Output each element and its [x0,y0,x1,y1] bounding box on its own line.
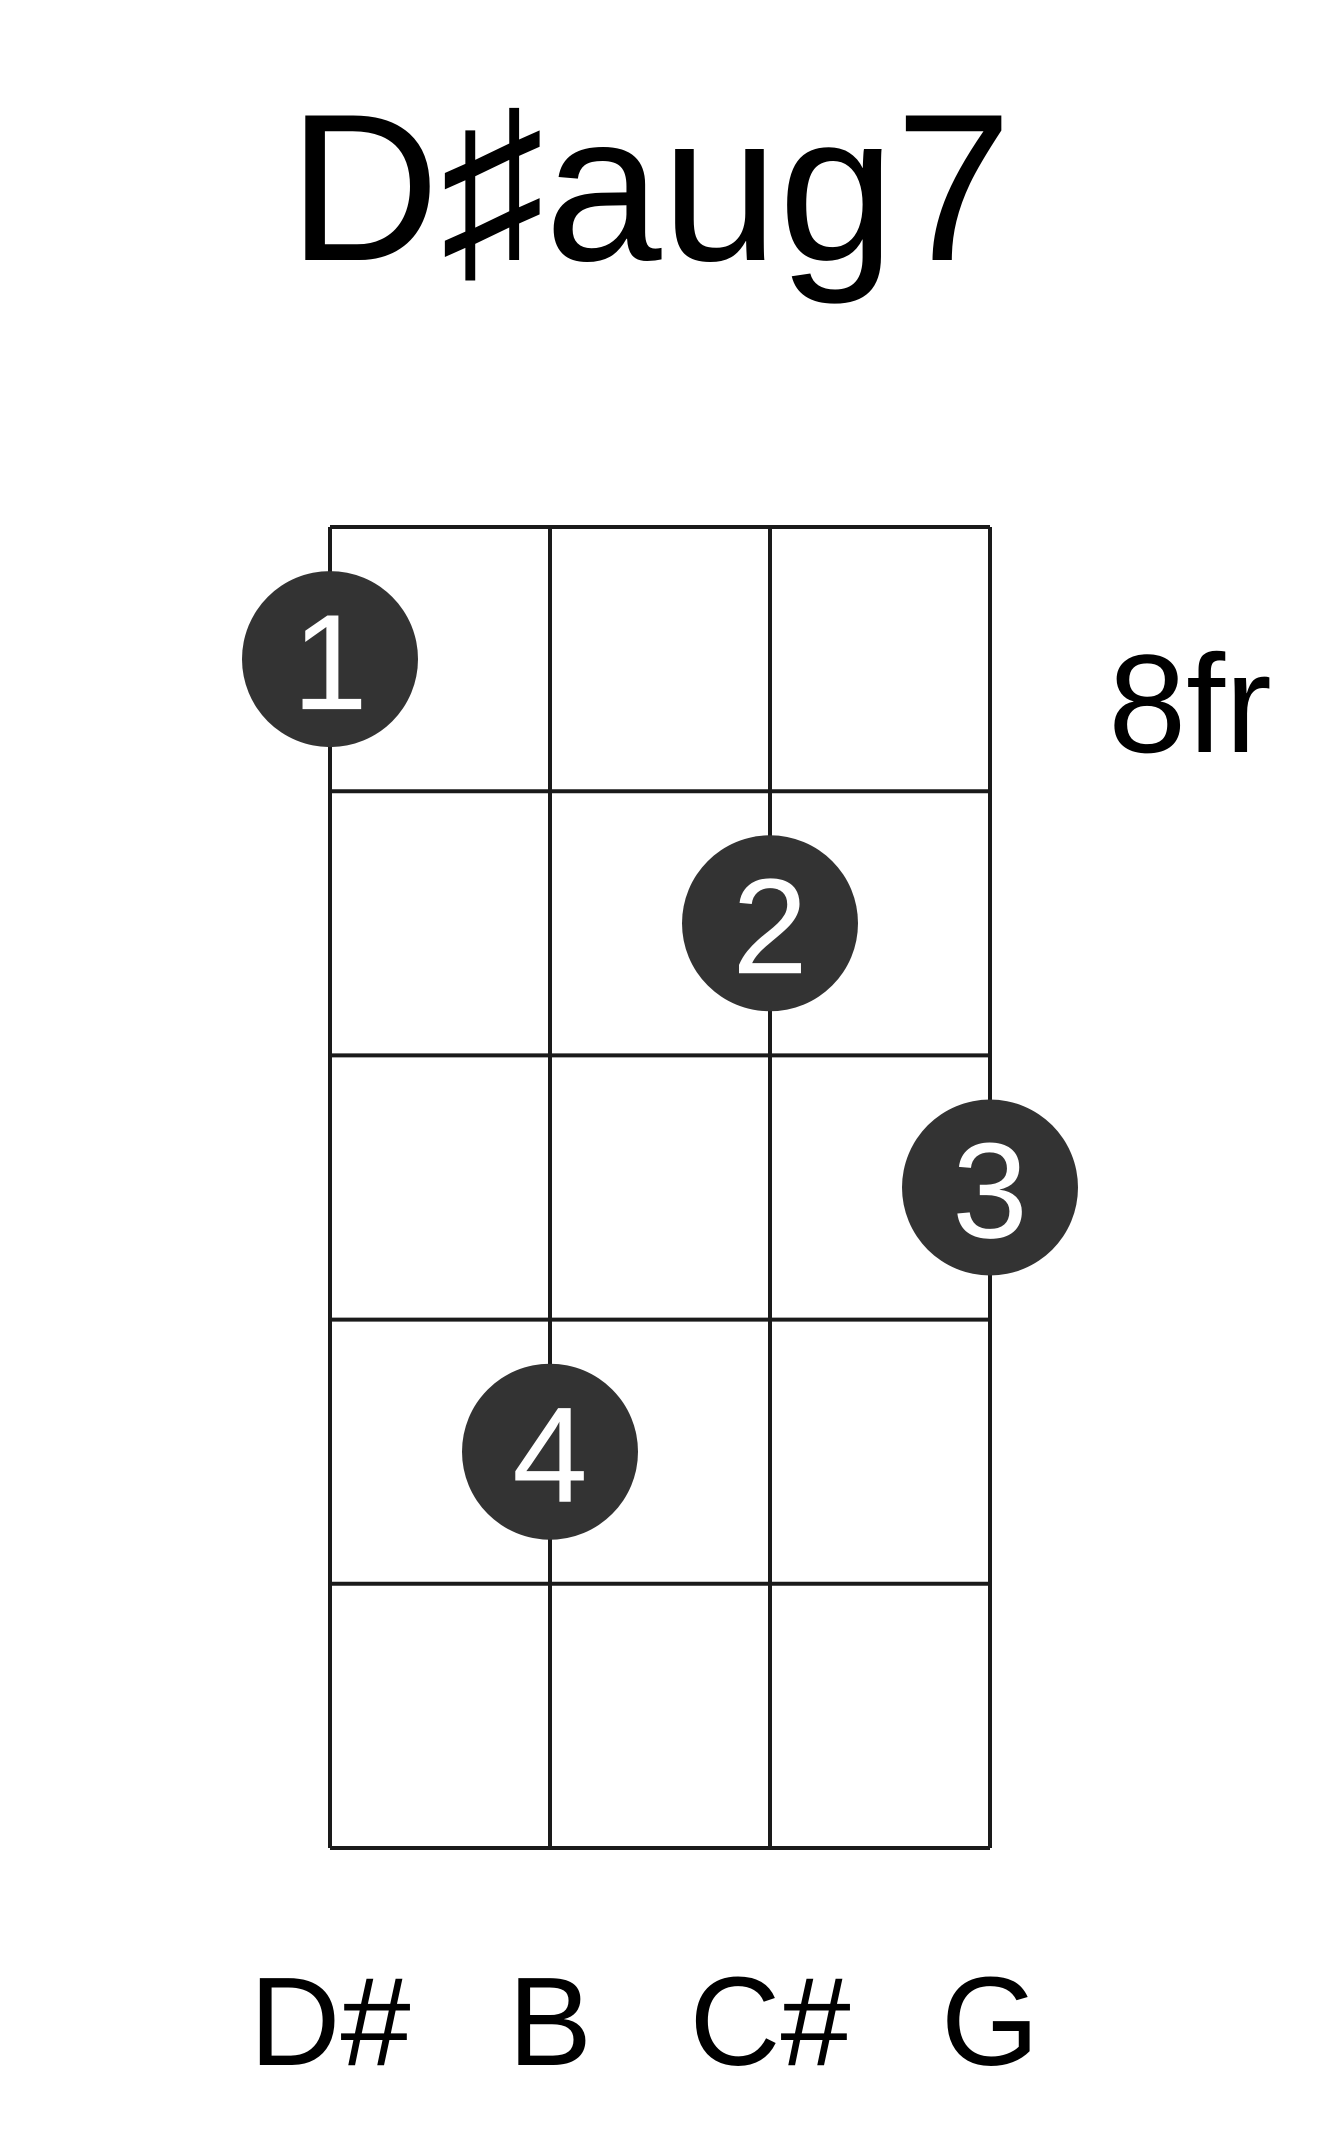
finger-dot-1 [242,571,418,748]
finger-dot-2 [682,835,858,1012]
fretboard-grid [328,525,992,1850]
string-note-labels: D# B C# G [249,1951,1039,2092]
finger-dot-4 [462,1363,638,1540]
finger-number-2: 2 [732,850,808,1002]
finger-number-3: 3 [952,1115,1028,1267]
string-note-1: D# [249,1951,410,2092]
finger-dots: 1 23 4 [242,571,1078,1540]
chord-title: D♯aug7 [288,70,1012,305]
finger-number-4: 4 [512,1379,588,1531]
string-note-2: B [508,1951,592,2092]
finger-dot-3 [902,1099,1078,1276]
finger-number-1: 1 [292,586,368,738]
string-note-3: C# [689,1951,850,2092]
fret-position-label: 8fr [1108,625,1271,782]
string-note-4: G [941,1951,1039,2092]
